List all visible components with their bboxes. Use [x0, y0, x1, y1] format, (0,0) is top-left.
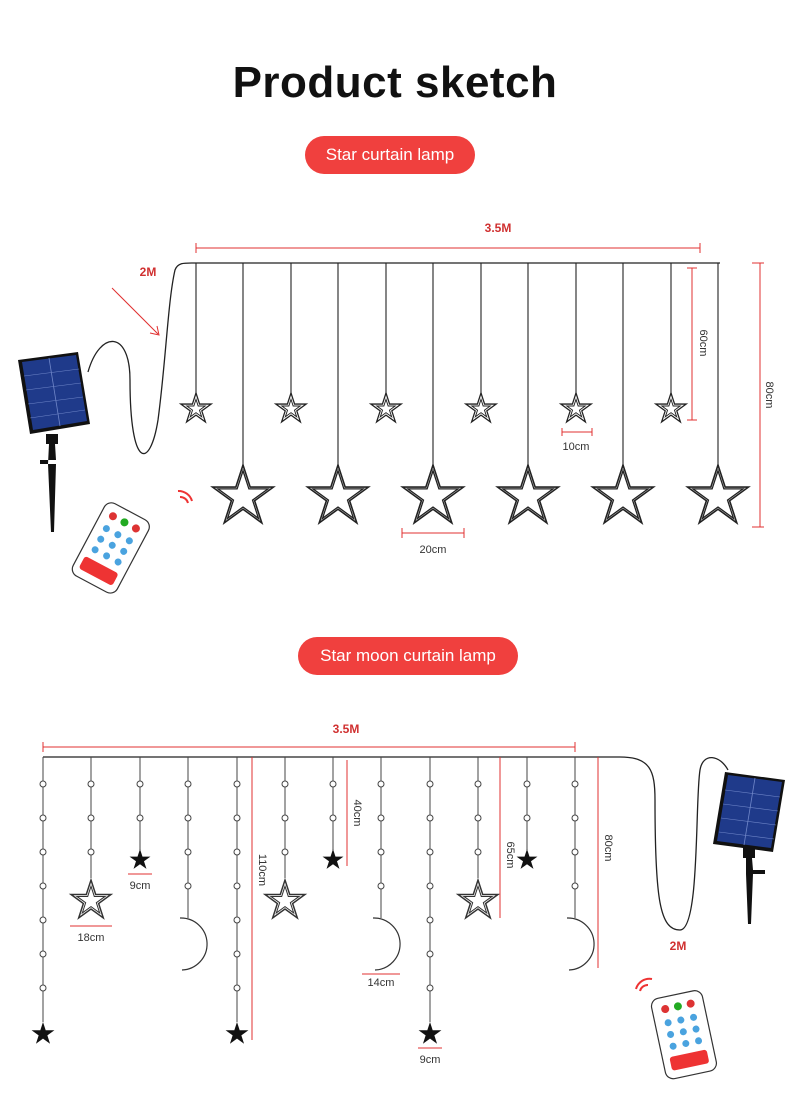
drop-dimension-110: 110cm	[251, 757, 268, 1040]
big-star-strands	[242, 263, 719, 467]
cable-dimension-1: 2M	[111, 265, 160, 336]
small-star-strands	[195, 263, 672, 397]
small-star-dimension-b: 9cm	[418, 1047, 442, 1066]
cable-label-2: 2M	[670, 939, 687, 953]
section1-label: Star curtain lamp	[305, 136, 475, 174]
svg-text:14cm: 14cm	[368, 977, 395, 989]
drop-dimension-65: 65cm	[499, 757, 516, 918]
top-rail-2	[43, 756, 729, 931]
section2-label: Star moon curtain lamp	[298, 637, 518, 675]
power-cable	[87, 262, 197, 454]
solar-panel-icon	[18, 352, 90, 532]
svg-text:9cm: 9cm	[130, 880, 151, 892]
cable-label-1: 2M	[140, 265, 157, 279]
width-dimension-1: 3.5M	[195, 221, 701, 253]
big-star-dimension: 20cm	[401, 528, 465, 556]
drop-label-80-2: 80cm	[602, 835, 614, 862]
drop-dimension-60: 60cm	[687, 267, 709, 421]
drop-label-40: 40cm	[351, 800, 363, 827]
drop-label-65: 65cm	[504, 842, 516, 869]
svg-text:9cm: 9cm	[420, 1054, 441, 1066]
solar-panel-icon	[713, 772, 785, 924]
star-curtain-diagram: 3.5M 2M 60cm 80cm 10cm	[18, 221, 775, 594]
bulb-dots	[39, 780, 579, 992]
outline-star-dimension: 18cm	[70, 925, 112, 944]
star-moon-curtain-diagram: 3.5M	[31, 722, 785, 1080]
light-strands	[42, 757, 576, 1022]
moon-dimension: 14cm	[362, 973, 400, 989]
moon-icons	[179, 917, 595, 971]
remote-control-icon	[650, 990, 718, 1080]
signal-icon	[635, 977, 653, 992]
width-label-2: 3.5M	[333, 722, 360, 736]
width-dimension-2: 3.5M	[42, 722, 576, 752]
big-star-icons	[213, 465, 749, 523]
drop-label-110: 110cm	[256, 854, 268, 886]
drop-label-80: 80cm	[763, 382, 775, 409]
drop-dimension-80-2: 80cm	[597, 757, 614, 968]
small-star-dimension: 10cm	[561, 428, 593, 453]
small-star-dimension-a: 9cm	[128, 873, 152, 892]
remote-control-icon	[71, 502, 150, 594]
signal-icon	[177, 490, 193, 504]
drop-dimension-80: 80cm	[752, 262, 775, 528]
svg-text:18cm: 18cm	[78, 932, 105, 944]
drop-dimension-40: 40cm	[346, 760, 363, 866]
width-label-1: 3.5M	[485, 221, 512, 235]
small-star-size-label: 10cm	[563, 441, 590, 453]
solid-star-icons	[31, 849, 538, 1044]
page-title: Product sketch	[232, 58, 558, 107]
drop-label-60: 60cm	[697, 330, 709, 357]
big-star-size-label: 20cm	[420, 544, 447, 556]
